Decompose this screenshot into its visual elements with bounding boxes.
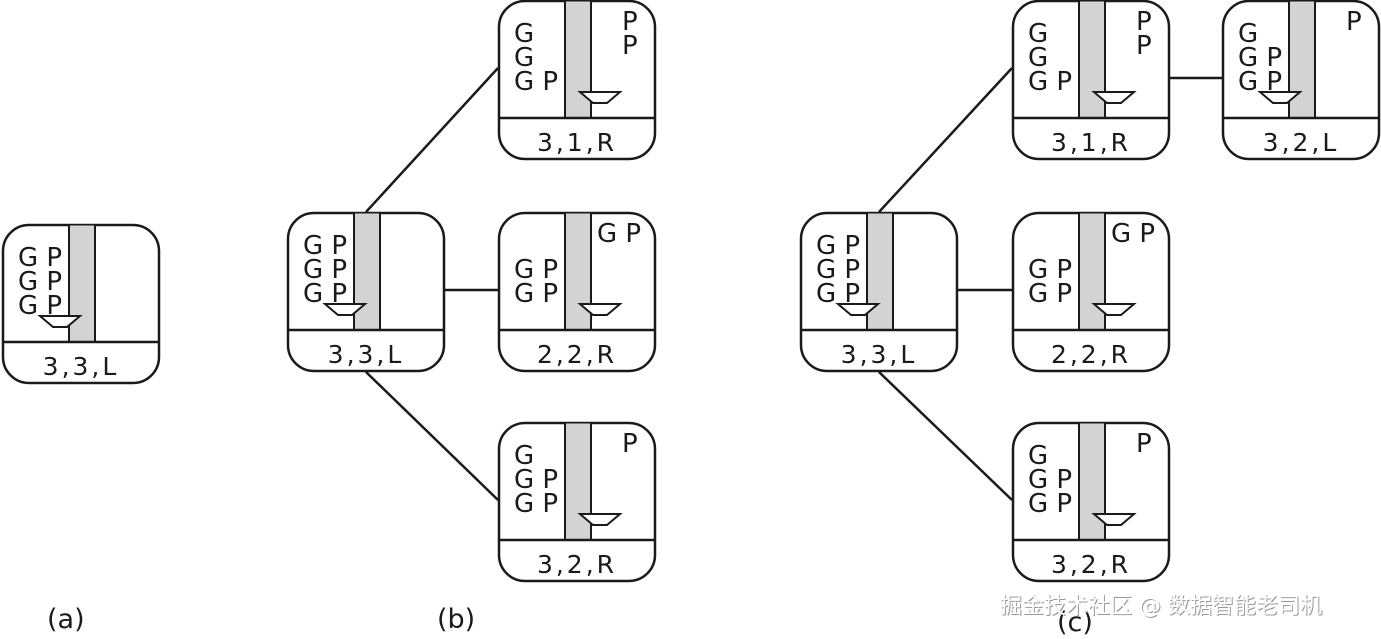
left-bank-row: G P [303, 279, 347, 309]
boat-icon [1091, 513, 1137, 526]
right-bank-row: P [1136, 7, 1152, 37]
tree-edge-5 [878, 371, 1013, 501]
left-bank-row: G P [1028, 465, 1072, 495]
left-bank-row: G P [1028, 489, 1072, 519]
watermark-shadow: 掘金技术社区 @ 数据智能老司机 [1001, 595, 1323, 620]
tree-edge-2 [365, 371, 499, 501]
left-bank-row: G [514, 441, 534, 471]
boat-icon [835, 303, 881, 316]
state-node-a_root: G PG PG P3,3,L [1, 223, 161, 385]
state-caption: 3,3,L [841, 340, 918, 369]
right-bank-row: G P [1111, 219, 1155, 249]
right-bank-row: P [1136, 31, 1152, 61]
right-bank-row: P [1346, 7, 1362, 37]
left-bank-row: G [514, 43, 534, 73]
left-bank-row: G P [1028, 67, 1072, 97]
boat-icon [1257, 91, 1303, 104]
left-bank-row: G P [18, 243, 62, 273]
state-caption: 2,2,R [1051, 340, 1131, 369]
boat-icon [577, 303, 623, 316]
river [1079, 1, 1105, 118]
tree-edge-0 [365, 67, 499, 213]
tree-edge-3 [878, 67, 1013, 213]
state-node-c_root: G PG PG P3,3,L [799, 211, 959, 373]
left-bank-row: G P [303, 255, 347, 285]
left-bank-row: G P [1028, 255, 1072, 285]
river [565, 1, 591, 118]
state-node-c_top2: GG PG PP3,2,L [1221, 0, 1381, 161]
left-bank-row: G P [816, 255, 860, 285]
right-bank-row: P [1136, 429, 1152, 459]
left-bank-row: G P [514, 465, 558, 495]
state-node-c_mid: G PG PG P2,2,R [1011, 211, 1171, 373]
left-bank-row: G P [816, 279, 860, 309]
state-caption: 3,2,L [1263, 128, 1340, 157]
state-caption: 2,2,R [537, 340, 617, 369]
river [565, 213, 591, 330]
right-bank-row: P [622, 429, 638, 459]
left-bank-row: G P [1238, 43, 1282, 73]
river [69, 225, 95, 342]
river [565, 423, 591, 540]
boat-icon [1091, 91, 1137, 104]
boat-icon [322, 303, 368, 316]
left-bank-row: G P [514, 489, 558, 519]
state-caption: 3,3,L [328, 340, 405, 369]
right-bank-row: P [622, 7, 638, 37]
state-node-c_bot: GG PG PP3,2,R [1011, 421, 1171, 583]
right-bank-row: G P [597, 219, 641, 249]
state-caption: 3,1,R [1051, 128, 1131, 157]
watermark: 掘金技术社区 @ 数据智能老司机 [1000, 594, 1322, 619]
left-bank-row: G P [816, 231, 860, 261]
panel-label-b: (b) [437, 604, 475, 635]
left-bank-row: G P [514, 279, 558, 309]
river [867, 213, 893, 330]
left-bank-row: G P [514, 255, 558, 285]
left-bank-row: G [1028, 441, 1048, 471]
boat-icon [37, 315, 83, 328]
left-bank-row: G [514, 19, 534, 49]
state-caption: 3,2,R [1051, 550, 1131, 579]
state-node-b_mid: G PG PG P2,2,R [497, 211, 657, 373]
left-bank-row: G [1238, 19, 1258, 49]
state-node-b_root: G PG PG P3,3,L [286, 211, 446, 373]
river [1079, 213, 1105, 330]
left-bank-row: G P [18, 267, 62, 297]
river [1289, 1, 1315, 118]
left-bank-row: G P [18, 291, 62, 321]
panel-label-a: (a) [47, 604, 85, 635]
right-bank-row: P [622, 31, 638, 61]
left-bank-row: G P [514, 67, 558, 97]
state-caption: 3,2,R [537, 550, 617, 579]
boat-icon [1091, 303, 1137, 316]
boat-icon [577, 513, 623, 526]
left-bank-row: G P [1238, 67, 1282, 97]
state-node-b_bot: GG PG PP3,2,R [497, 421, 657, 583]
boat-icon [577, 91, 623, 104]
left-bank-row: G [1028, 43, 1048, 73]
state-caption: 3,1,R [537, 128, 617, 157]
panel-label-c: (c) [1057, 607, 1093, 638]
state-caption: 3,3,L [43, 352, 120, 381]
river [1079, 423, 1105, 540]
tree-edges [365, 67, 1222, 501]
river [354, 213, 380, 330]
left-bank-row: G P [303, 231, 347, 261]
left-bank-row: G [1028, 19, 1048, 49]
left-bank-row: G P [1028, 279, 1072, 309]
